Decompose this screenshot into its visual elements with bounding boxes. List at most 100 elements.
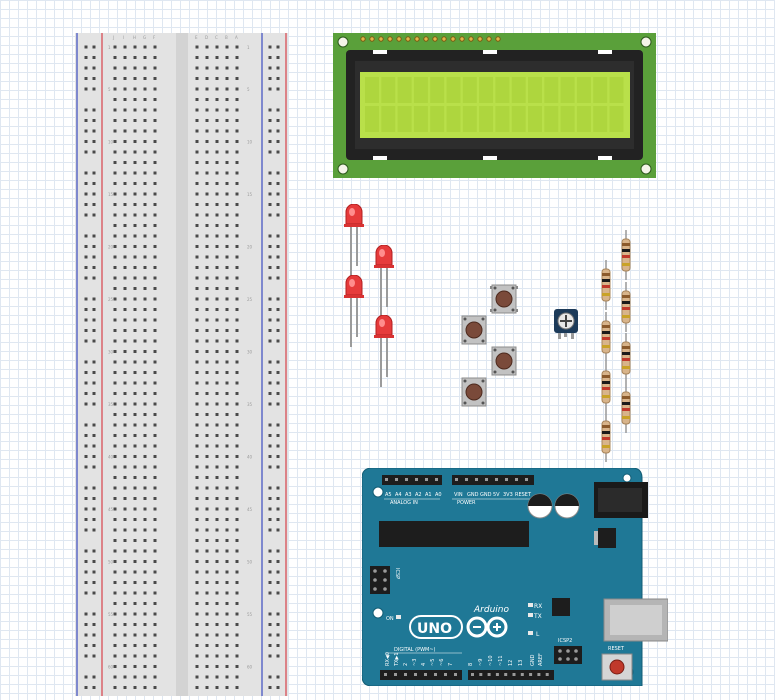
breadboard-hole[interactable] — [235, 171, 239, 175]
breadboard-hole[interactable] — [215, 392, 219, 395]
breadboard-hole[interactable] — [123, 339, 127, 343]
rail-hole[interactable] — [268, 255, 272, 259]
rail-hole[interactable] — [92, 612, 96, 616]
breadboard-hole[interactable] — [205, 203, 209, 206]
rail-hole[interactable] — [84, 371, 88, 374]
rail-hole[interactable] — [84, 297, 88, 301]
breadboard-hole[interactable] — [195, 203, 199, 206]
breadboard-hole[interactable] — [195, 686, 199, 689]
breadboard-hole[interactable] — [225, 644, 229, 647]
breadboard-hole[interactable] — [215, 255, 219, 259]
rail-hole[interactable] — [84, 45, 88, 49]
rail-hole[interactable] — [268, 234, 272, 238]
breadboard-hole[interactable] — [133, 171, 137, 175]
analog-header[interactable] — [382, 475, 442, 485]
breadboard-hole[interactable] — [195, 224, 199, 227]
breadboard-hole[interactable] — [123, 402, 127, 406]
rail-hole[interactable] — [276, 213, 280, 217]
breadboard-hole[interactable] — [195, 119, 199, 122]
breadboard-hole[interactable] — [113, 308, 117, 311]
breadboard-hole[interactable] — [195, 66, 199, 70]
trimmer-potentiometer[interactable] — [552, 307, 580, 339]
rail-hole[interactable] — [92, 77, 96, 80]
rail-hole[interactable] — [276, 612, 280, 616]
digital-header-high[interactable] — [468, 670, 554, 680]
breadboard-hole[interactable] — [113, 402, 117, 406]
breadboard-hole[interactable] — [153, 350, 157, 353]
breadboard-hole[interactable] — [205, 87, 209, 91]
breadboard-hole[interactable] — [143, 266, 147, 269]
breadboard-hole[interactable] — [205, 549, 209, 553]
breadboard-hole[interactable] — [235, 308, 239, 311]
breadboard-hole[interactable] — [195, 549, 199, 553]
breadboard-hole[interactable] — [143, 245, 147, 248]
breadboard-hole[interactable] — [113, 644, 117, 647]
breadboard-hole[interactable] — [195, 633, 199, 637]
breadboard-hole[interactable] — [235, 486, 239, 490]
rail-hole[interactable] — [84, 339, 88, 343]
breadboard-hole[interactable] — [215, 171, 219, 175]
breadboard-hole[interactable] — [123, 350, 127, 353]
breadboard-hole[interactable] — [205, 612, 209, 616]
breadboard-hole[interactable] — [123, 45, 127, 49]
breadboard-hole[interactable] — [143, 686, 147, 689]
rail-hole[interactable] — [268, 318, 272, 322]
breadboard-hole[interactable] — [205, 339, 209, 343]
breadboard-hole[interactable] — [133, 455, 137, 458]
breadboard-hole[interactable] — [225, 686, 229, 689]
led-red-1[interactable] — [343, 203, 365, 282]
breadboard-hole[interactable] — [133, 623, 137, 626]
rail-hole[interactable] — [84, 381, 88, 385]
breadboard-hole[interactable] — [205, 675, 209, 679]
breadboard-hole[interactable] — [225, 560, 229, 563]
breadboard-hole[interactable] — [235, 339, 239, 343]
rail-hole[interactable] — [268, 329, 272, 332]
icsp2-header[interactable] — [554, 646, 582, 664]
rail-hole[interactable] — [92, 675, 96, 679]
breadboard-hole[interactable] — [133, 591, 137, 595]
rail-hole[interactable] — [84, 581, 88, 584]
rail-hole[interactable] — [268, 581, 272, 584]
breadboard-hole[interactable] — [205, 602, 209, 605]
breadboard-hole[interactable] — [235, 570, 239, 574]
pushbutton-4[interactable] — [460, 376, 488, 408]
breadboard-hole[interactable] — [113, 549, 117, 553]
rail-hole[interactable] — [92, 108, 96, 112]
breadboard-hole[interactable] — [153, 413, 157, 416]
rail-hole[interactable] — [92, 434, 96, 437]
breadboard-hole[interactable] — [113, 560, 117, 563]
breadboard-hole[interactable] — [235, 623, 239, 626]
breadboard-hole[interactable] — [143, 612, 147, 616]
breadboard-hole[interactable] — [113, 528, 117, 532]
breadboard-hole[interactable] — [123, 276, 127, 280]
rail-hole[interactable] — [276, 455, 280, 458]
rail-hole[interactable] — [268, 171, 272, 175]
rail-hole[interactable] — [276, 518, 280, 521]
breadboard-hole[interactable] — [225, 318, 229, 322]
breadboard-hole[interactable] — [133, 245, 137, 248]
rail-hole[interactable] — [84, 203, 88, 206]
breadboard-hole[interactable] — [225, 633, 229, 637]
breadboard-hole[interactable] — [215, 77, 219, 80]
breadboard-hole[interactable] — [143, 119, 147, 122]
breadboard-hole[interactable] — [133, 476, 137, 479]
breadboard-hole[interactable] — [235, 266, 239, 269]
breadboard-hole[interactable] — [123, 497, 127, 500]
breadboard-hole[interactable] — [153, 192, 157, 196]
breadboard-hole[interactable] — [133, 45, 137, 49]
breadboard-hole[interactable] — [113, 623, 117, 626]
breadboard-hole[interactable] — [225, 329, 229, 332]
breadboard-hole[interactable] — [225, 476, 229, 479]
breadboard-hole[interactable] — [123, 371, 127, 374]
breadboard-hole[interactable] — [133, 308, 137, 311]
breadboard-hole[interactable] — [153, 654, 157, 658]
breadboard-hole[interactable] — [235, 108, 239, 112]
breadboard-hole[interactable] — [113, 665, 117, 668]
breadboard-hole[interactable] — [215, 360, 219, 364]
breadboard-hole[interactable] — [113, 171, 117, 175]
breadboard-hole[interactable] — [225, 66, 229, 70]
breadboard-hole[interactable] — [195, 297, 199, 301]
rail-hole[interactable] — [84, 129, 88, 133]
breadboard-hole[interactable] — [195, 518, 199, 521]
rail-hole[interactable] — [84, 654, 88, 658]
